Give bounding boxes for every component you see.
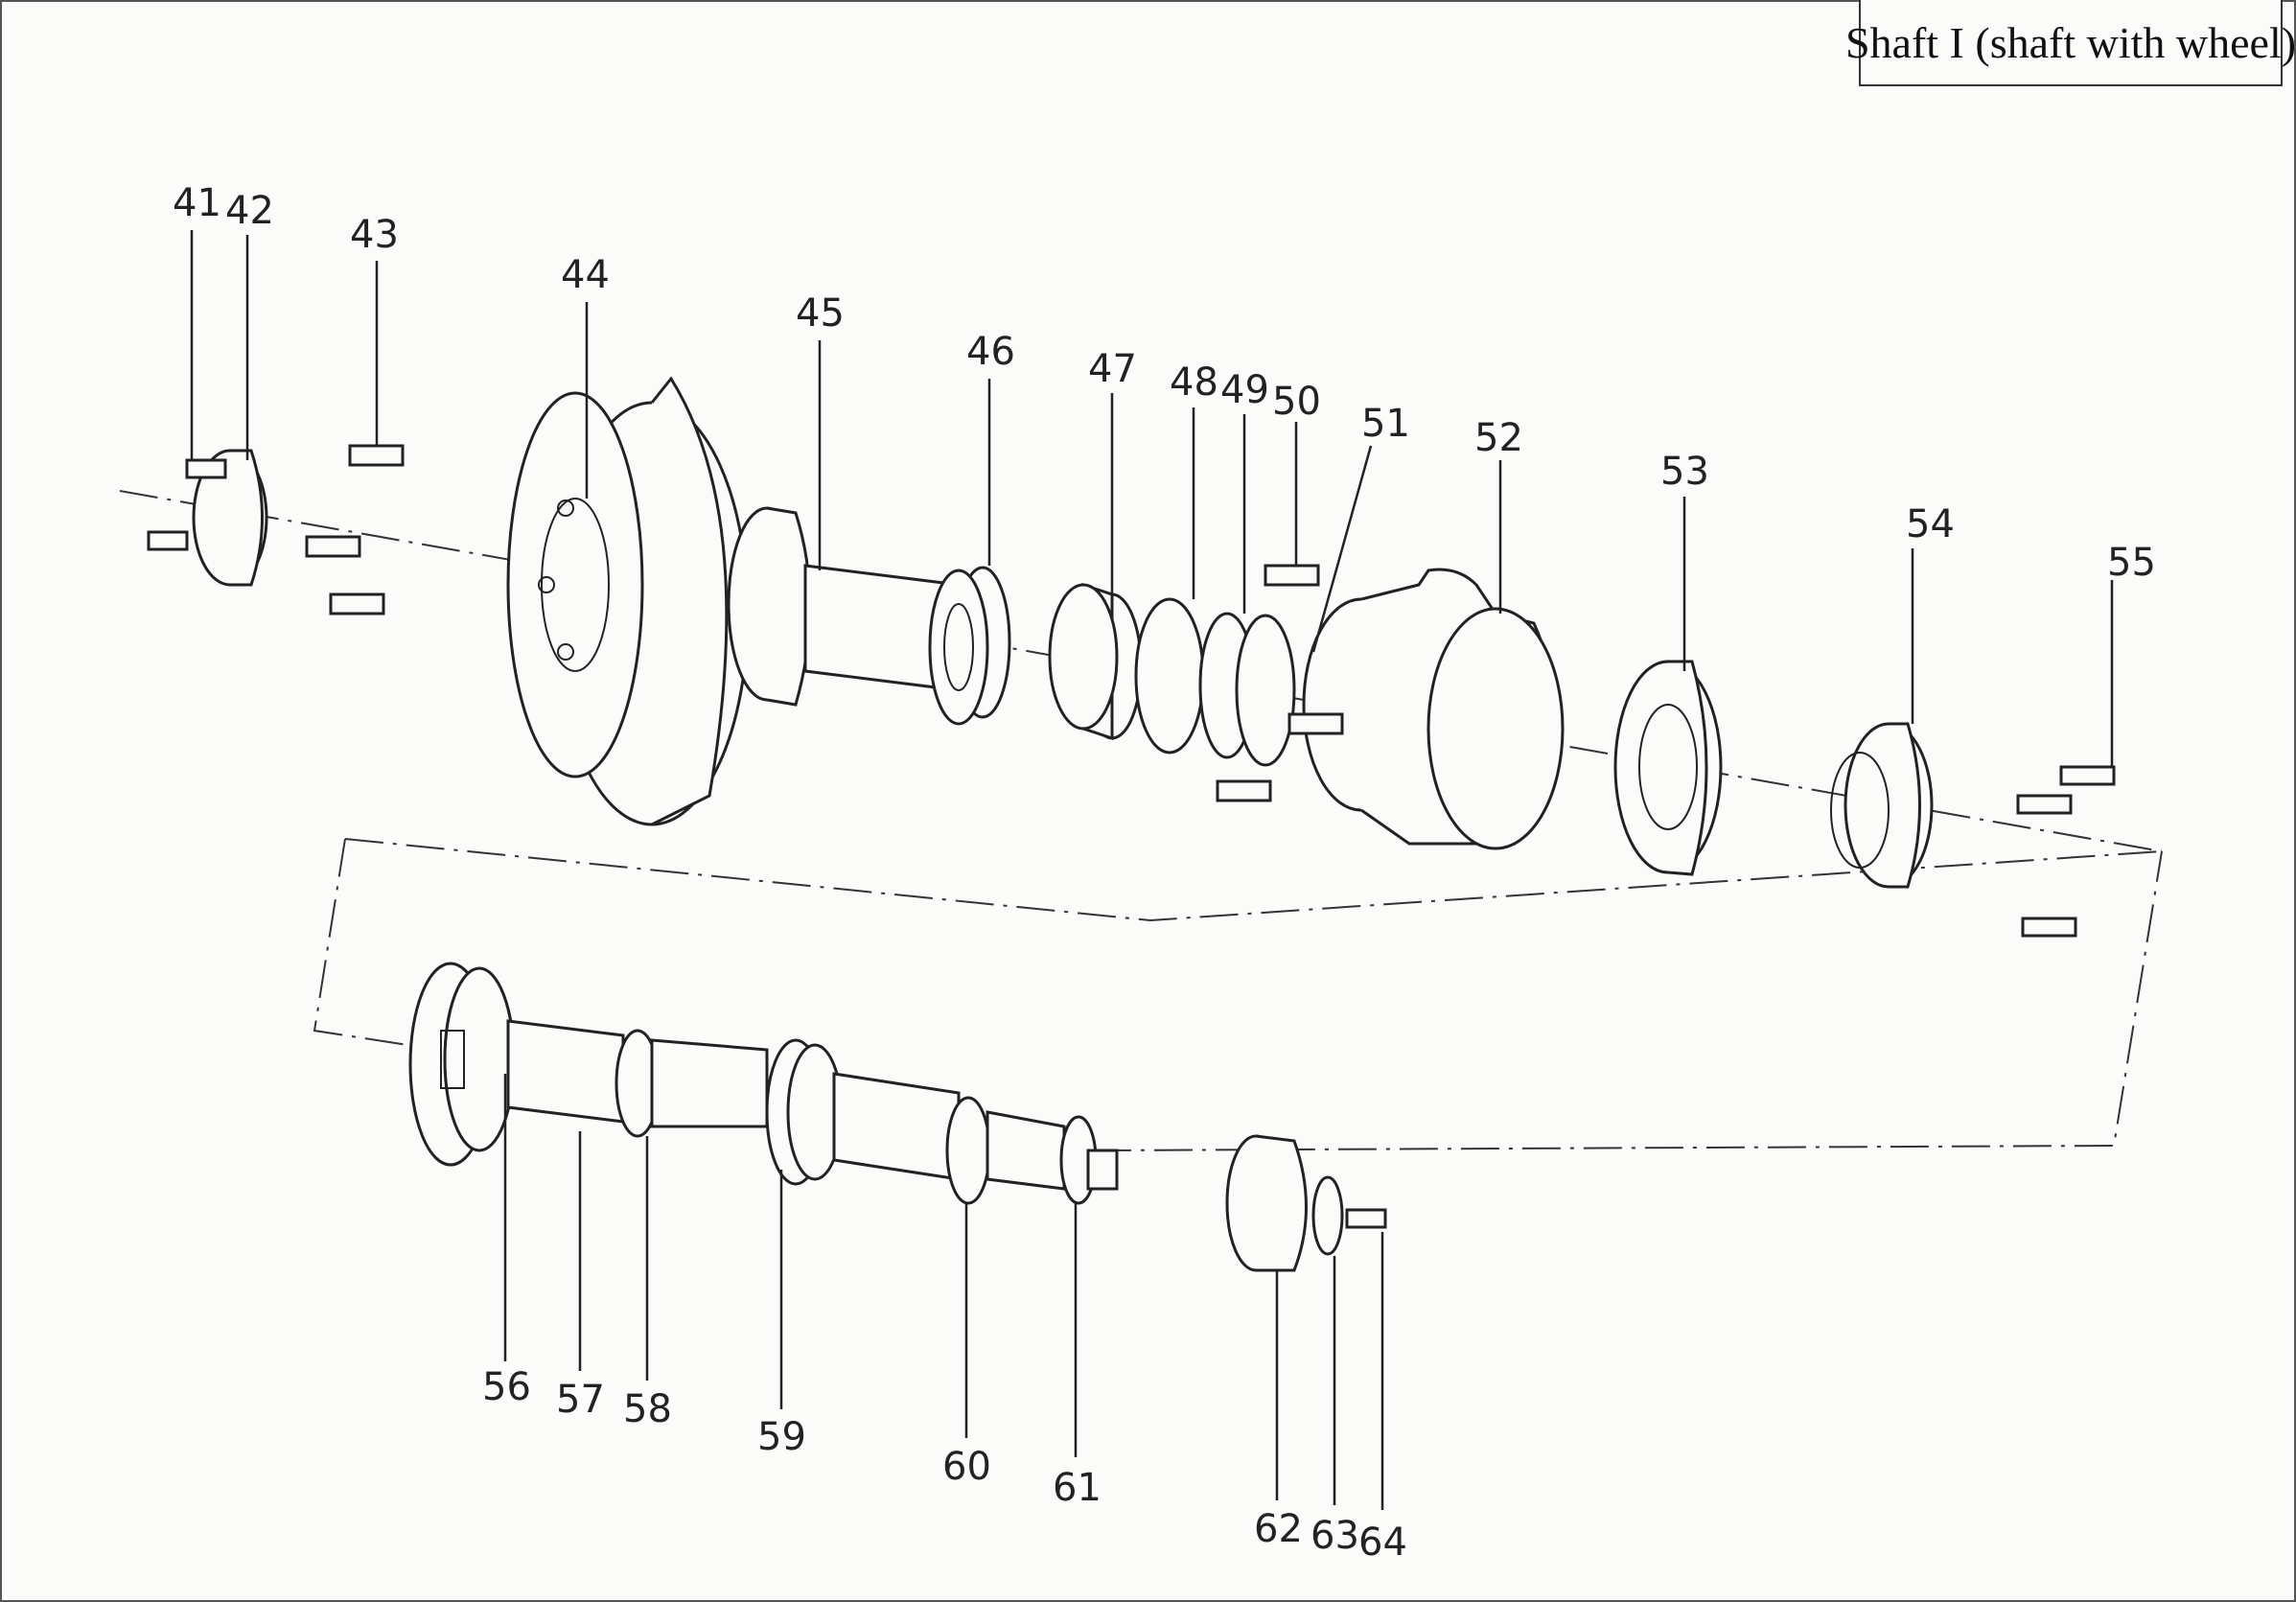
part-54-cap <box>1830 722 1934 889</box>
callout-61: 61 <box>1053 1466 1102 1510</box>
part-52-housing <box>1287 568 1565 850</box>
upper-center-axis <box>119 490 2163 852</box>
callout-64: 64 <box>1358 1521 1407 1565</box>
callout-59: 59 <box>757 1415 806 1459</box>
callout-60: 60 <box>942 1445 991 1489</box>
part-64-bolt <box>1345 1208 1387 1229</box>
part-56-gear <box>408 962 516 1167</box>
callout-57: 57 <box>556 1378 605 1422</box>
callout-45: 45 <box>796 291 845 336</box>
callout-44: 44 <box>561 253 610 297</box>
part-62-bearing <box>1225 1134 1308 1272</box>
part-48-51-rings <box>1134 564 1320 802</box>
drawing-title: Shaft I (shaft with wheel) <box>1845 0 2296 86</box>
part-60-61-rings <box>945 1096 1119 1205</box>
callout-46: 46 <box>966 330 1015 374</box>
callout-51: 51 <box>1361 402 1410 446</box>
part-46-bearing <box>928 566 1011 726</box>
callout-54: 54 <box>1906 502 1955 546</box>
lower-center-axis <box>344 838 2163 922</box>
part-47-sleeve <box>1048 582 1143 741</box>
callout-58: 58 <box>623 1387 672 1431</box>
callout-56: 56 <box>482 1365 531 1409</box>
part-53-cover <box>1613 660 1723 876</box>
callout-41: 41 <box>173 181 221 225</box>
callout-55: 55 <box>2107 541 2156 585</box>
callout-47: 47 <box>1088 347 1137 391</box>
callout-50: 50 <box>1272 380 1321 424</box>
callout-63: 63 <box>1310 1514 1359 1558</box>
part-43-bolts <box>305 444 405 615</box>
callout-48: 48 <box>1170 360 1218 405</box>
part-63-washer <box>1311 1175 1344 1256</box>
part-41-42-hub <box>147 449 268 587</box>
part-55-bolts <box>2016 765 2116 938</box>
part-44-pulley <box>506 376 750 826</box>
part-57-spline-shaft <box>506 1019 769 1138</box>
part-59-gear <box>765 1038 961 1186</box>
callout-53: 53 <box>1660 450 1709 494</box>
leader-lines <box>190 230 2114 1510</box>
callout-49: 49 <box>1220 368 1269 412</box>
callout-62: 62 <box>1254 1507 1303 1551</box>
callout-42: 42 <box>225 189 274 233</box>
callout-43: 43 <box>350 213 399 257</box>
callout-52: 52 <box>1474 416 1523 460</box>
